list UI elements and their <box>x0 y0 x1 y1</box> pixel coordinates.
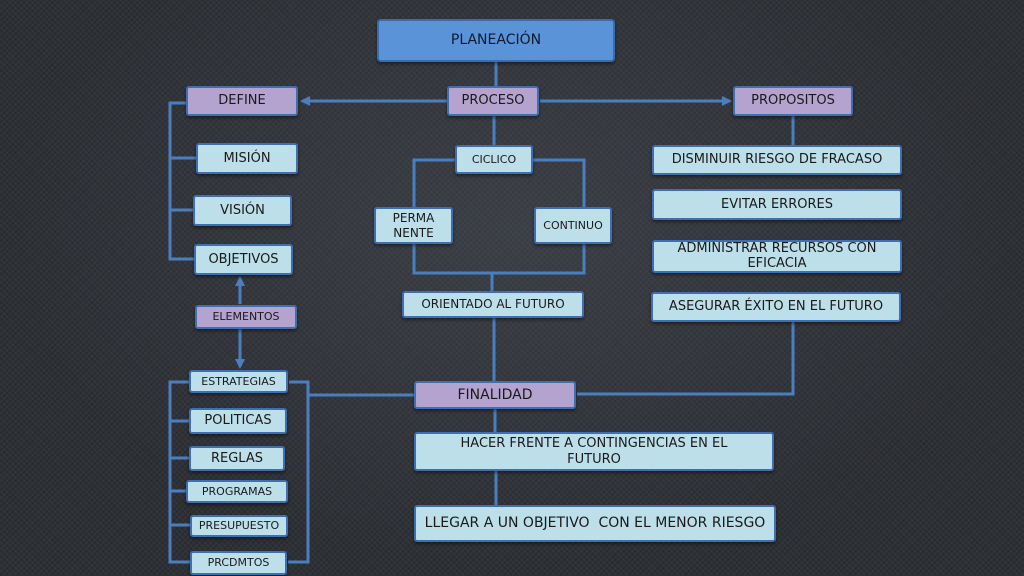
evitar-errores-node: EVITAR ERRORES <box>652 189 902 220</box>
objetivos-node: OBJETIVOS <box>194 244 293 275</box>
disminuir-riesgo-node: DISMINUIR RIESGO DE FRACASO <box>652 145 902 175</box>
proceso-node: PROCESO <box>447 86 539 116</box>
procedimientos-node: PRCDMTOS <box>190 551 287 575</box>
contingencias-node: HACER FRENTE A CONTINGENCIAS EN EL FUTUR… <box>414 432 774 471</box>
continuo-node: CONTINUO <box>534 207 612 244</box>
planeacion-title-node: PLANEACIÓN <box>377 19 615 62</box>
mision-node: MISIÓN <box>196 143 298 174</box>
ciclico-node: CICLICO <box>455 145 533 174</box>
presupuesto-node: PRESUPUESTO <box>190 515 288 537</box>
asegurar-exito-node: ASEGURAR ÉXITO EN EL FUTURO <box>651 292 901 322</box>
propositos-node: PROPOSITOS <box>733 86 853 116</box>
llegar-objetivo-node: LLEGAR A UN OBJETIVO CON EL MENOR RIESGO <box>414 505 776 542</box>
connector-asegurar-finalidad <box>577 321 795 396</box>
orientado-al-futuro-node: ORIENTADO AL FUTURO <box>402 291 584 318</box>
estrategias-node: ESTRATEGIAS <box>189 370 288 393</box>
ciclo-loop <box>412 158 586 275</box>
define-node: DEFINE <box>186 86 298 116</box>
elementos-node: ELEMENTOS <box>195 305 297 329</box>
reglas-node: REGLAS <box>189 446 285 471</box>
define-bracket <box>168 101 194 261</box>
programas-node: PROGRAMAS <box>186 480 288 503</box>
elementos-right-bracket <box>288 380 310 564</box>
permanente-node: PERMA NENTE <box>374 207 453 244</box>
elementos-bracket <box>168 380 190 564</box>
politicas-node: POLITICAS <box>189 408 287 434</box>
vision-node: VISIÓN <box>193 195 292 226</box>
finalidad-node: FINALIDAD <box>414 381 576 409</box>
administrar-recursos-node: ADMINISTRAR RECURSOS CON EFICACIA <box>652 240 902 273</box>
